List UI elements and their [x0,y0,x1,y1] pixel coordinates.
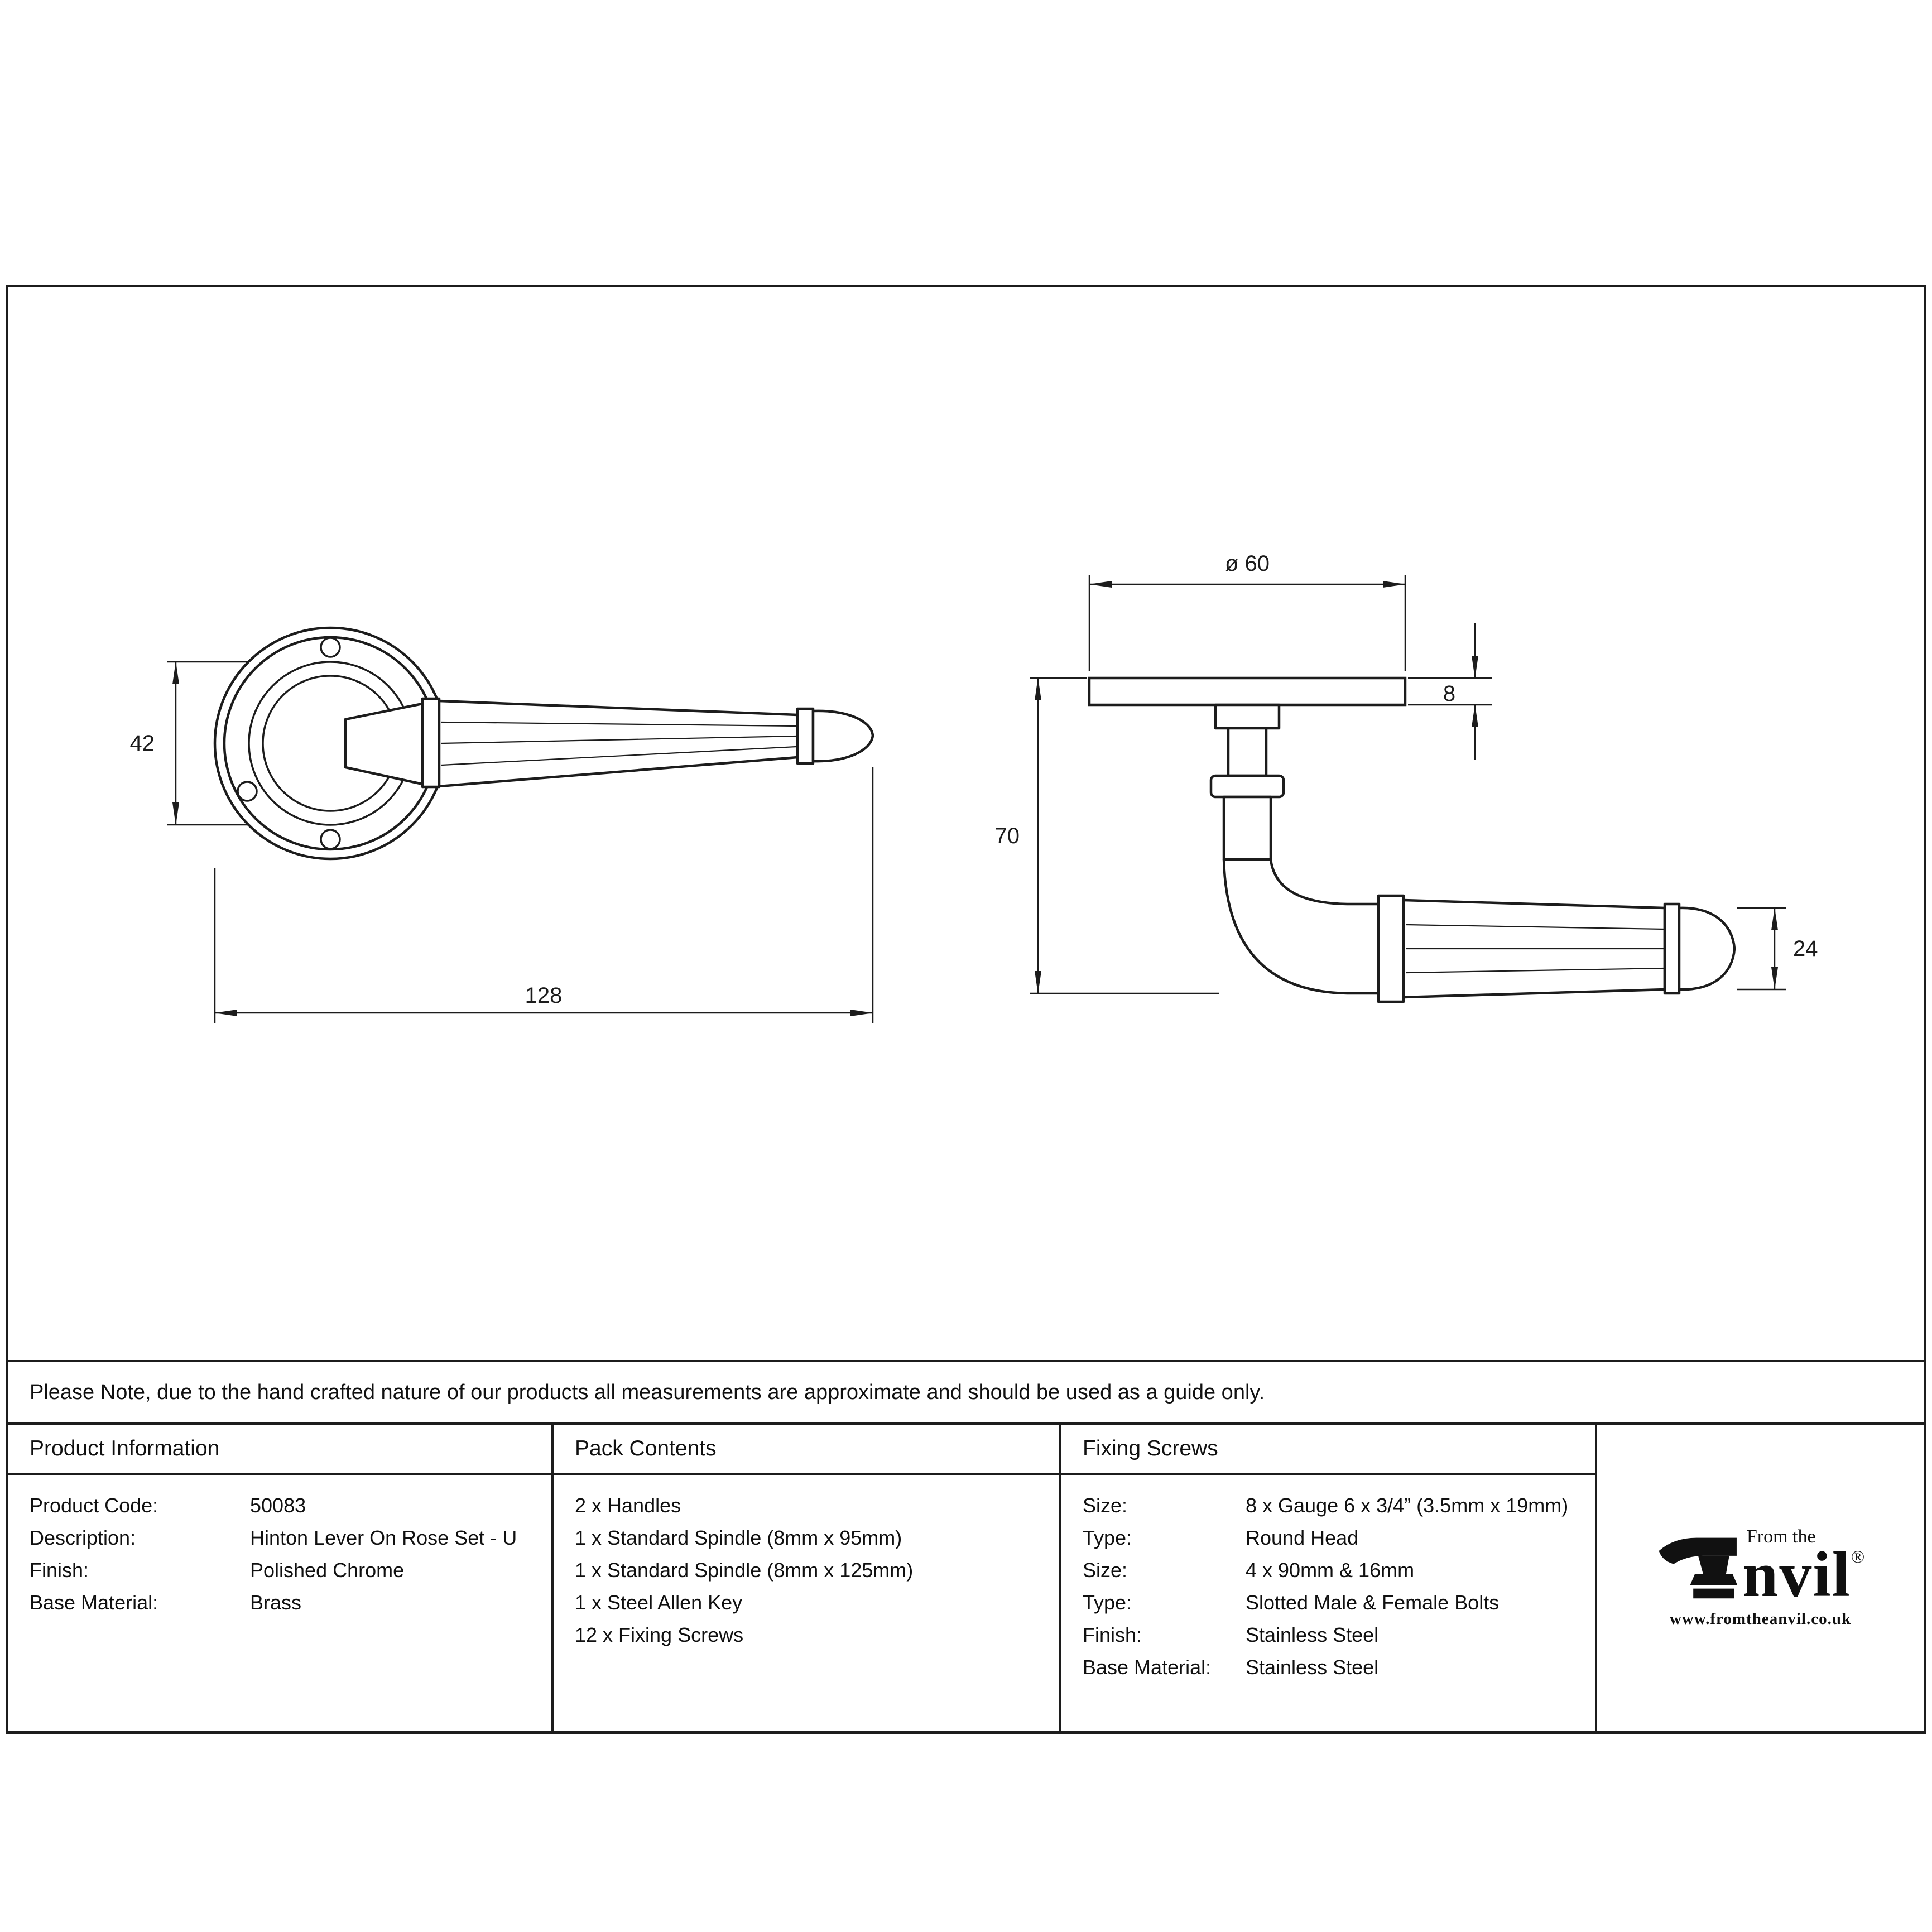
anvil-logo: From the nvil ® [1656,1526,1865,1611]
technical-drawing-area: 42 128 ø 60 [8,287,1924,1360]
pack-item: 12 x Fixing Screws [575,1623,744,1646]
spec-value: Brass [250,1591,302,1614]
dim-rose-diameter-label: ø 60 [1225,551,1270,576]
spec-label: Base Material: [1083,1656,1212,1679]
pack-item: 1 x Steel Allen Key [575,1591,743,1614]
dim-lever-diameter-label: 24 [1793,936,1818,961]
spec-value: 4 x 90mm & 16mm [1246,1559,1415,1582]
technical-drawing: 42 128 ø 60 [130,551,1818,1023]
brand-text: nvil [1742,1539,1851,1611]
spec-value: 8 x Gauge 6 x 3/4” (3.5mm x 19mm) [1246,1494,1569,1517]
dim-rose-boss-label: 42 [130,731,155,756]
brand-logo-cell: From the nvil ® www.fromtheanvil.co.uk [1597,1425,1924,1731]
spec-label: Finish: [1083,1623,1142,1646]
screw-size-row: Size: 8 x Gauge 6 x 3/4” (3.5mm x 19mm) [1083,1489,1585,1522]
rose-side-slab [1088,676,1407,707]
pack-item: 1 x Standard Spindle (8mm x 95mm) [575,1526,902,1549]
dim-rose-thickness-label: 8 [1443,681,1455,706]
bolt-size-row: Size: 4 x 90mm & 16mm [1083,1554,1585,1587]
screw-hole-top [320,637,341,658]
measurement-note: Please Note, due to the hand crafted nat… [8,1360,1924,1422]
spec-value: Hinton Lever On Rose Set - U [250,1526,517,1549]
finish-row: Finish: Polished Chrome [30,1554,541,1587]
screw-type-row: Type: Round Head [1083,1522,1585,1554]
lever-front [344,697,874,789]
spec-label: Product Code: [30,1494,158,1517]
pack-contents-header: Pack Contents [554,1425,1059,1475]
spec-label: Base Material: [30,1591,158,1614]
product-information-header: Product Information [8,1425,551,1475]
spec-label: Finish: [30,1559,89,1582]
description-row: Description: Hinton Lever On Rose Set - … [30,1522,541,1554]
screw-hole-bottom [320,829,341,850]
spec-value: Stainless Steel [1246,1623,1379,1646]
base-material-row: Base Material: Brass [30,1587,541,1619]
spec-label: Size: [1083,1559,1128,1582]
spec-table: Product Information Product Code: 50083 … [8,1422,1924,1731]
spec-value: 50083 [250,1494,306,1517]
registered-mark: ® [1851,1546,1865,1566]
pack-item: 1 x Standard Spindle (8mm x 125mm) [575,1559,914,1582]
spec-value: Round Head [1246,1526,1359,1549]
datasheet-frame: 42 128 ø 60 [6,285,1926,1734]
website-url: www.fromtheanvil.co.uk [1669,1610,1852,1628]
spec-label: Description: [30,1526,136,1549]
fixing-screws-column: Fixing Screws Size: 8 x Gauge 6 x 3/4” (… [1061,1425,1597,1731]
pack-item: 2 x Handles [575,1494,681,1517]
screw-hole-left [237,781,258,802]
screw-finish-row: Finish: Stainless Steel [1083,1619,1585,1651]
note-text: Please Note, due to the hand crafted nat… [30,1380,1265,1404]
fixing-screws-header: Fixing Screws [1061,1425,1595,1475]
pack-contents-column: Pack Contents 2 x Handles 1 x Standard S… [554,1425,1061,1731]
spec-value: Stainless Steel [1246,1656,1379,1679]
dim-projection-label: 70 [995,824,1020,848]
screw-material-row: Base Material: Stainless Steel [1083,1651,1585,1684]
front-view-drawing: 42 128 [130,626,874,1023]
anvil-icon [1659,1537,1738,1599]
spec-value: Slotted Male & Female Bolts [1246,1591,1500,1614]
product-code-row: Product Code: 50083 [30,1489,541,1522]
side-view-drawing: ø 60 8 [995,551,1818,1003]
brand-tagline: From the [1746,1526,1816,1547]
spec-value: Polished Chrome [250,1559,405,1582]
bolt-type-row: Type: Slotted Male & Female Bolts [1083,1587,1585,1619]
lever-side [1209,703,1736,1003]
spec-label: Type: [1083,1526,1132,1549]
dim-overall-length-label: 128 [525,983,563,1008]
spec-label: Size: [1083,1494,1128,1517]
spec-label: Type: [1083,1591,1132,1614]
product-information-column: Product Information Product Code: 50083 … [8,1425,554,1731]
